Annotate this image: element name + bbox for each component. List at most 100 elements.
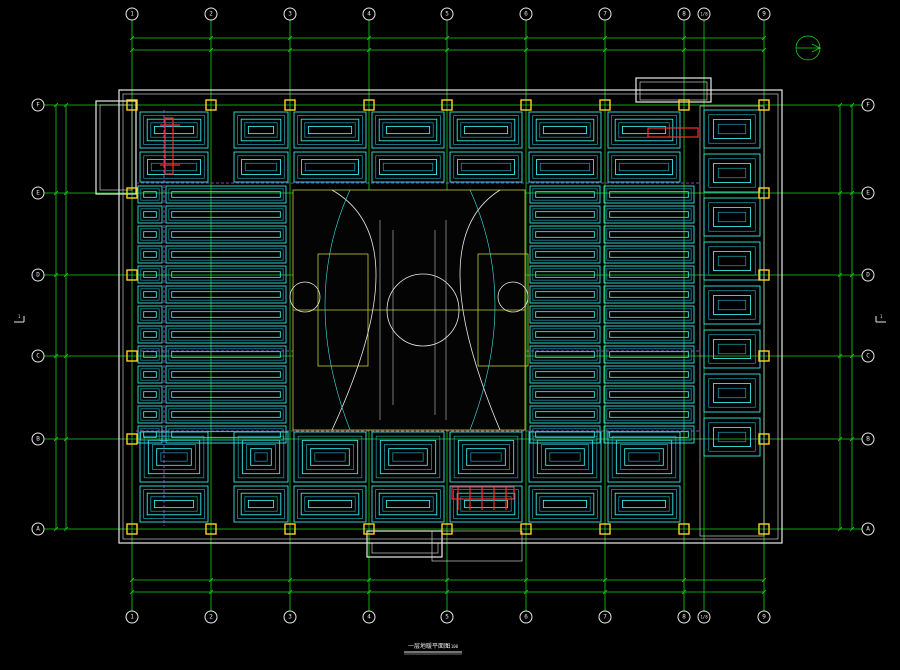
heating-coil xyxy=(529,405,601,424)
heating-coil xyxy=(139,151,209,183)
heating-coil xyxy=(293,485,367,523)
column-marker xyxy=(678,523,690,535)
column-marker xyxy=(758,523,770,535)
grid-bubble-top-8[interactable]: 8 xyxy=(677,7,691,21)
grid-bubble-bottom-3[interactable]: 3 xyxy=(283,610,297,624)
heating-coil xyxy=(603,385,695,404)
svg-text:D: D xyxy=(866,272,870,279)
heating-coil xyxy=(529,425,601,444)
heating-coil xyxy=(137,425,163,444)
building-outline xyxy=(95,77,783,562)
svg-text:F: F xyxy=(866,102,870,109)
grid-bubble-bottom-9[interactable]: 9 xyxy=(757,610,771,624)
grid-bubble-top-3[interactable]: 3 xyxy=(283,7,297,21)
heating-coil xyxy=(603,365,695,384)
section-mark-right: 1 xyxy=(875,314,886,323)
heating-coil xyxy=(137,185,163,204)
grid-bubble-top-1-8[interactable]: 1/8 xyxy=(697,7,711,21)
svg-text:7: 7 xyxy=(603,614,607,621)
grid-bubble-right-C[interactable]: C xyxy=(861,349,875,363)
heating-coil-zones xyxy=(136,109,761,526)
grid-bubble-bottom-2[interactable]: 2 xyxy=(204,610,218,624)
heating-coil xyxy=(703,285,761,325)
heating-coil xyxy=(165,225,287,244)
heating-coil xyxy=(233,151,289,183)
column-marker xyxy=(520,523,532,535)
bottom-grid-bubbles: 1 2 3 4 5 6 7 8 1/8 9 xyxy=(125,610,771,624)
svg-text:5: 5 xyxy=(445,11,449,18)
column-marker xyxy=(520,99,532,111)
grid-bubble-top-2[interactable]: 2 xyxy=(204,7,218,21)
column-marker xyxy=(441,523,453,535)
heating-coil xyxy=(529,365,601,384)
grid-bubble-right-A[interactable]: A xyxy=(861,522,875,536)
heating-coil xyxy=(233,431,289,483)
heating-coil xyxy=(165,265,287,284)
column-marker xyxy=(284,523,296,535)
heating-coil xyxy=(371,111,445,149)
heating-coil xyxy=(165,365,287,384)
heating-coil xyxy=(293,111,367,149)
column-marker xyxy=(205,523,217,535)
column-marker xyxy=(126,269,138,281)
svg-text:6: 6 xyxy=(524,614,528,621)
grid-bubble-top-6[interactable]: 6 xyxy=(519,7,533,21)
grid-bubble-left-B[interactable]: B xyxy=(31,432,45,446)
column-marker xyxy=(126,433,138,445)
grid-bubble-bottom-4[interactable]: 4 xyxy=(362,610,376,624)
grid-bubble-right-D[interactable]: D xyxy=(861,268,875,282)
svg-text:6: 6 xyxy=(524,11,528,18)
svg-text:3: 3 xyxy=(288,614,292,621)
heating-coil xyxy=(233,111,289,149)
column-marker xyxy=(363,99,375,111)
svg-text:A: A xyxy=(866,526,870,533)
heating-coil xyxy=(603,205,695,224)
heating-coil xyxy=(137,205,163,224)
heating-coil xyxy=(607,151,681,183)
drawing-title: 一层地暖平面图 xyxy=(408,642,450,650)
heating-coil xyxy=(137,365,163,384)
column-marker xyxy=(599,99,611,111)
column-marker xyxy=(599,523,611,535)
grid-bubble-right-E[interactable]: E xyxy=(861,186,875,200)
heating-coil xyxy=(529,205,601,224)
grid-bubble-right-F[interactable]: F xyxy=(861,98,875,112)
grid-bubble-bottom-7[interactable]: 7 xyxy=(598,610,612,624)
heating-coil xyxy=(165,405,287,424)
svg-text:3: 3 xyxy=(288,11,292,18)
svg-text:1: 1 xyxy=(130,11,134,18)
grid-bubble-left-E[interactable]: E xyxy=(31,186,45,200)
grid-bubble-top-4[interactable]: 4 xyxy=(362,7,376,21)
heating-coil xyxy=(529,225,601,244)
heating-coil xyxy=(603,405,695,424)
grid-bubble-top-9[interactable]: 9 xyxy=(757,7,771,21)
svg-text:C: C xyxy=(36,353,40,360)
heating-coil xyxy=(603,325,695,344)
grid-bubble-bottom-8[interactable]: 8 xyxy=(677,610,691,624)
grid-bubble-left-A[interactable]: A xyxy=(31,522,45,536)
svg-text:1: 1 xyxy=(880,314,883,319)
heating-coil xyxy=(371,485,445,523)
svg-text:7: 7 xyxy=(603,11,607,18)
grid-bubble-bottom-1-8[interactable]: 1/8 xyxy=(697,610,711,624)
heating-coil xyxy=(703,329,761,369)
column-marker xyxy=(758,350,770,362)
column-marker xyxy=(758,187,770,199)
heating-coil xyxy=(703,373,761,413)
heating-coil xyxy=(449,111,523,149)
grid-bubble-top-1[interactable]: 1 xyxy=(125,7,139,21)
grid-bubble-left-C[interactable]: C xyxy=(31,349,45,363)
grid-bubble-bottom-6[interactable]: 6 xyxy=(519,610,533,624)
svg-text:8: 8 xyxy=(682,11,686,18)
heating-coil xyxy=(139,431,209,483)
heating-coil xyxy=(165,425,287,444)
grid-bubble-bottom-1[interactable]: 1 xyxy=(125,610,139,624)
grid-bubble-left-D[interactable]: D xyxy=(31,268,45,282)
grid-bubble-right-B[interactable]: B xyxy=(861,432,875,446)
heating-coil xyxy=(371,431,445,483)
heating-coil xyxy=(165,385,287,404)
grid-bubble-top-5[interactable]: 5 xyxy=(440,7,454,21)
grid-bubble-bottom-5[interactable]: 5 xyxy=(440,610,454,624)
grid-bubble-left-F[interactable]: F xyxy=(31,98,45,112)
grid-bubble-top-7[interactable]: 7 xyxy=(598,7,612,21)
